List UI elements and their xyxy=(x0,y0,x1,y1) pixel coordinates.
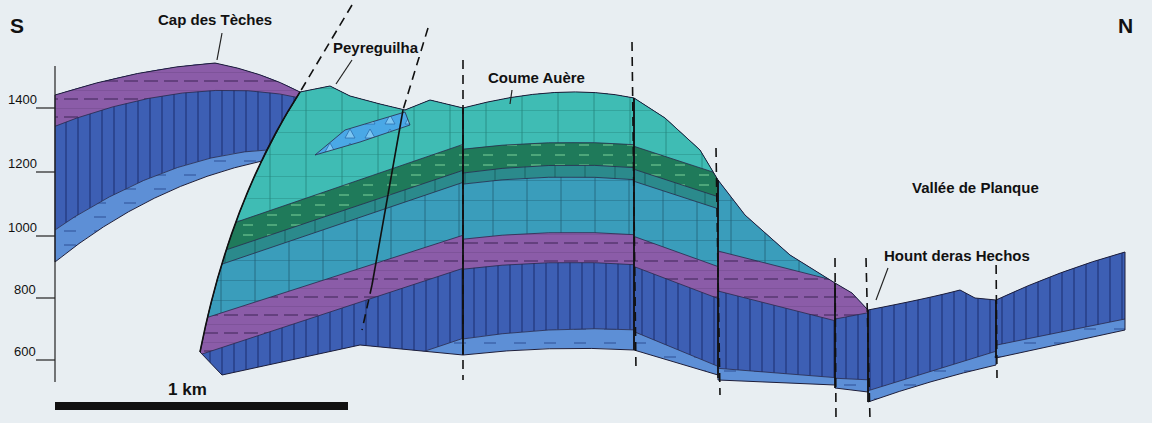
leader-lines xyxy=(217,33,888,300)
elevation-value: 800 xyxy=(12,283,38,297)
place-label: Vallée de Planque xyxy=(910,180,1041,197)
direction-label: S xyxy=(8,14,26,37)
elevation-value: 1000 xyxy=(6,221,39,235)
elevation-value: 1200 xyxy=(6,157,39,171)
place-label: Coume Auère xyxy=(486,70,587,87)
scale-bar xyxy=(55,402,348,410)
scale-label: 1 km xyxy=(166,381,209,400)
elevation-value: 600 xyxy=(12,345,38,359)
place-label: Cap des Tèches xyxy=(156,12,274,29)
elevation-value: 1400 xyxy=(6,93,39,107)
place-label: Peyreguilha xyxy=(331,40,420,57)
fault-lines xyxy=(200,5,997,420)
direction-label: N xyxy=(1116,14,1135,37)
place-label: Hount deras Hechos xyxy=(882,248,1032,265)
